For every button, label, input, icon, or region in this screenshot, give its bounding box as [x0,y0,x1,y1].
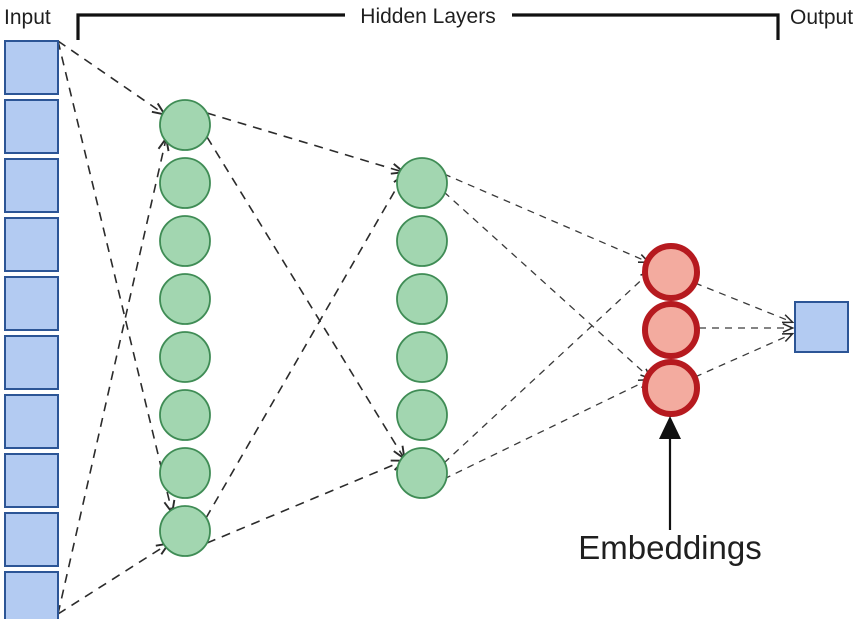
hidden-node [396,447,448,499]
hidden-node [396,215,448,267]
embeddings-pointer-arrow [659,416,681,530]
hidden-node [396,273,448,325]
connection-line [57,40,172,512]
hidden-node [159,99,211,151]
connection-line [694,282,792,322]
hidden-node [159,505,211,557]
hidden-layers-label: Hidden Layers [360,5,495,28]
hidden-node [159,447,211,499]
embedding-node [642,359,700,417]
input-node [4,453,59,508]
input-node [4,40,59,95]
input-node [4,394,59,449]
bracket-segment [76,13,345,40]
input-layer-nodes [4,40,59,619]
hidden-layer-1-nodes [159,99,211,557]
hidden-node [159,157,211,209]
hidden-node [159,273,211,325]
hidden-node [159,389,211,441]
hidden-layer-2-nodes [396,157,448,499]
hidden-node [396,157,448,209]
bracket-segment [512,13,780,40]
hidden-node [159,331,211,383]
hidden-layers-bracket [76,13,780,40]
input-node [4,571,59,619]
connection-lines [57,40,792,615]
input-node [4,335,59,390]
input-node [4,99,59,154]
input-node [4,158,59,213]
input-node [4,276,59,331]
connection-line [443,191,650,378]
connection-line [206,461,403,544]
input-label: Input [4,6,51,29]
connection-line [57,40,164,114]
output-label: Output [790,6,853,29]
embedding-node [642,243,700,301]
hidden-node [396,389,448,441]
hidden-node [396,331,448,383]
connection-line [206,136,404,458]
embeddings-arrow-head [659,416,681,439]
connection-line [206,112,403,172]
connection-line [57,544,168,615]
connection-line [443,380,648,480]
connection-line [443,173,648,262]
embedding-node [642,301,700,359]
connection-line [57,139,166,615]
input-node [4,512,59,567]
hidden-node [159,215,211,267]
connection-line [205,175,404,519]
embeddings-label: Embeddings [578,529,761,566]
embedding-layer-nodes [642,243,700,417]
input-node [4,217,59,272]
connection-line [443,272,650,464]
output-layer-nodes [794,301,849,353]
output-node [794,301,849,353]
connection-line [694,334,792,378]
